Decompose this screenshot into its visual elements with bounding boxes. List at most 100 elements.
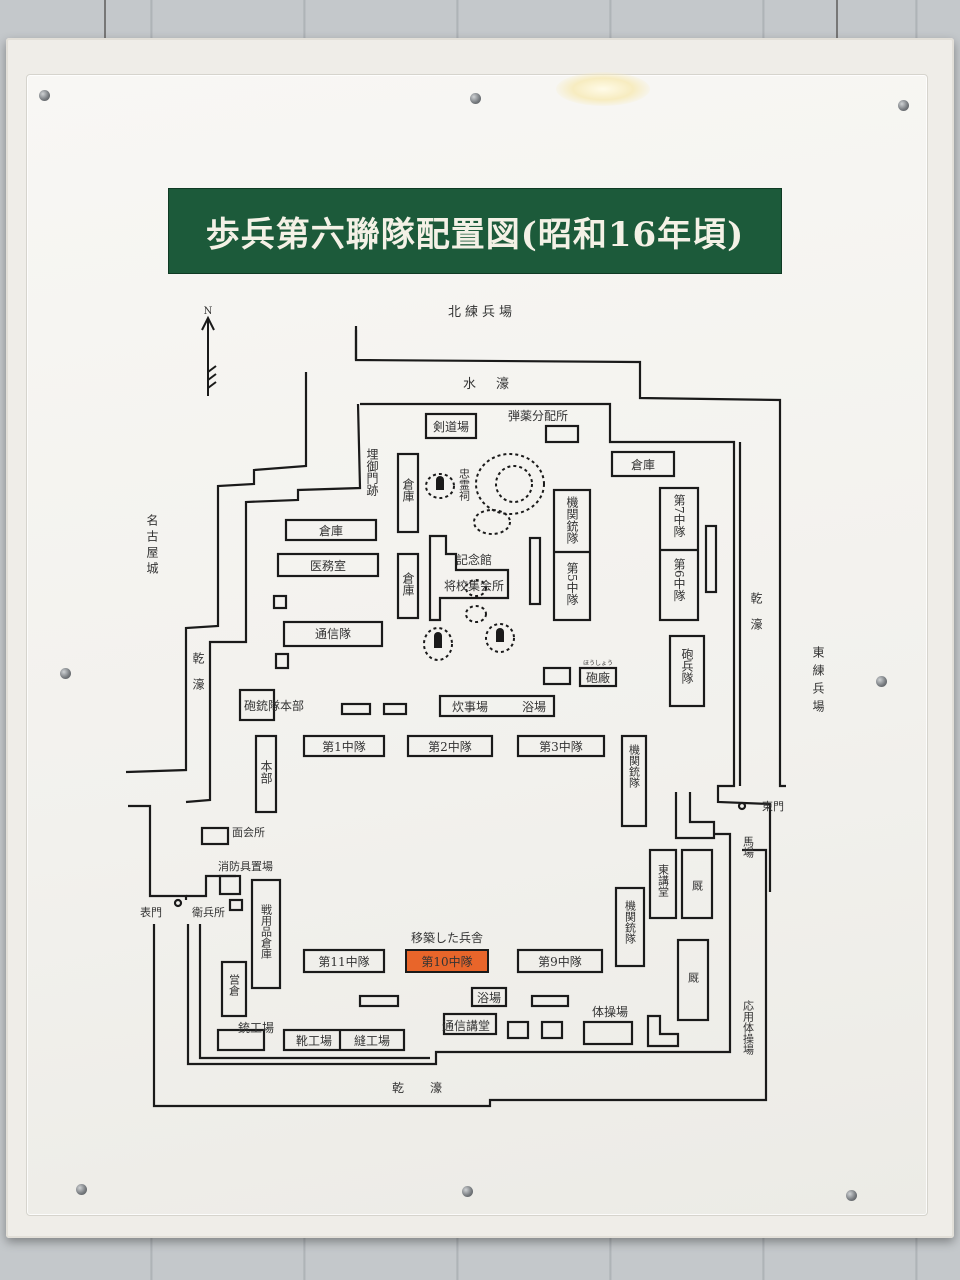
- building-gun-shop: [216, 1028, 266, 1052]
- label-mg-s: 機関銃隊: [624, 899, 637, 944]
- label-barracks: 営倉: [228, 973, 241, 997]
- label-bath1: 浴場: [522, 700, 546, 714]
- building-small-1: [272, 594, 288, 610]
- hanging-wire-right: [836, 0, 838, 40]
- mound-8: [465, 605, 487, 623]
- label-stable1: 厩: [691, 880, 704, 891]
- building-co3: [516, 734, 606, 758]
- building-ammo: [544, 424, 580, 444]
- label-magazine: 砲廠: [586, 670, 610, 685]
- south-inner-wall: [186, 832, 732, 1066]
- outer-boundary-line: [354, 326, 786, 788]
- mound-2: [475, 453, 545, 515]
- building-magazine: [578, 666, 618, 688]
- building-signal-hall: [442, 1012, 498, 1036]
- label-supply: 戦用品倉庫: [260, 904, 273, 960]
- building-kendo: [424, 412, 478, 440]
- label-relocated: 移築した兵舎: [411, 930, 483, 945]
- screw-icon: [76, 1184, 87, 1195]
- label-umegomon: 埋御門跡: [365, 448, 379, 497]
- building-kitchen: [438, 694, 556, 718]
- label-ammo: 弾薬分配所: [508, 409, 568, 423]
- building-bath2: [470, 986, 508, 1008]
- label-gun-shop: 銃工場: [238, 1020, 274, 1035]
- label-stable-area: 馬場: [742, 836, 755, 859]
- light-glare: [556, 72, 650, 106]
- label-east-field: 東練兵場: [811, 646, 825, 718]
- building-fire: [218, 874, 242, 896]
- building-warehouse-w: [284, 518, 378, 542]
- label-moat-north: 水濠: [463, 376, 529, 392]
- building-medical: [276, 552, 380, 578]
- building-shoe-shop: [282, 1028, 406, 1052]
- building-small-6: [358, 994, 400, 1008]
- hanging-wire-left: [104, 0, 106, 40]
- building-gym: [582, 1020, 634, 1046]
- label-officers-club: 将校集会所: [444, 578, 504, 593]
- label-dry-moat-west: 乾濠: [191, 652, 205, 704]
- screw-icon: [39, 90, 50, 101]
- label-warehouse-v2: 倉庫: [401, 571, 415, 597]
- label-co1: 第1中隊: [322, 739, 366, 754]
- building-gun-hq: [238, 688, 276, 722]
- outer-boundary-west: [125, 372, 308, 774]
- label-east-lecture: 東講堂: [657, 864, 670, 897]
- label-memorial: 記念館: [456, 552, 492, 567]
- building-applied: [646, 1014, 680, 1048]
- mound-4: [473, 509, 511, 535]
- label-north-field: 北練兵場: [448, 305, 516, 320]
- building-stable1: [680, 848, 714, 920]
- mound-1: [425, 473, 455, 499]
- building-narrow-e: [704, 524, 718, 594]
- building-small-2: [274, 652, 290, 670]
- compass-icon: [201, 315, 217, 396]
- screw-icon: [898, 100, 909, 111]
- label-mg-e: 機関銃隊: [628, 743, 641, 788]
- screw-icon: [462, 1186, 473, 1197]
- screw-icon: [60, 668, 71, 679]
- building-visit: [200, 826, 230, 846]
- label-medical: 医務室: [310, 558, 346, 573]
- building-mg-5th: [552, 488, 592, 622]
- label-magazine-ruby: ほうしょう: [583, 660, 613, 667]
- building-mg-s: [614, 886, 646, 968]
- label-mg-5th-a: 機関銃隊: [565, 495, 579, 544]
- label-kendo: 剣道場: [433, 420, 469, 434]
- building-supply: [250, 878, 282, 990]
- label-sew-shop: 縫工場: [354, 1033, 390, 1048]
- building-east-lecture: [648, 848, 678, 920]
- screw-icon: [876, 676, 887, 687]
- label-signal-hall: 通信講堂: [442, 1018, 490, 1033]
- south-boundary: [152, 848, 768, 1108]
- label-co11: 第11中隊: [318, 954, 369, 969]
- mound-3: [495, 465, 533, 503]
- building-warehouse-ne: [610, 450, 676, 478]
- label-nagoya-castle: 名古屋城: [145, 513, 159, 578]
- map-title: 歩兵第六聯隊配置図(昭和16年頃): [205, 214, 745, 255]
- building-co10-highlight: [405, 949, 489, 973]
- building-co7-co6: [658, 486, 700, 622]
- building-guard: [228, 898, 244, 912]
- building-small-4: [340, 702, 372, 716]
- building-hq: [254, 734, 278, 814]
- label-warehouse-v1: 倉庫: [401, 477, 415, 503]
- label-mg-5th-b: 第5中隊: [565, 562, 579, 606]
- label-visit: 面会所: [232, 826, 265, 839]
- label-co7: 第7中隊: [672, 494, 686, 538]
- building-memorial: [428, 534, 510, 622]
- building-narrow: [528, 536, 542, 606]
- building-small-9: [540, 1020, 564, 1040]
- building-co9: [516, 948, 604, 974]
- label-gun-hq: 砲銃隊本部: [244, 698, 304, 713]
- label-warehouse-w: 倉庫: [319, 523, 343, 538]
- label-chureido: 忠霊祠: [458, 468, 471, 502]
- building-small-5: [382, 702, 408, 716]
- screw-icon: [846, 1190, 857, 1201]
- building-artillery: [668, 634, 706, 708]
- building-stable2: [676, 938, 710, 1022]
- south-inner-wall-2: [198, 924, 430, 1060]
- west-lower: [128, 804, 188, 900]
- mound-7: [465, 579, 487, 597]
- label-co6: 第6中隊: [672, 558, 686, 602]
